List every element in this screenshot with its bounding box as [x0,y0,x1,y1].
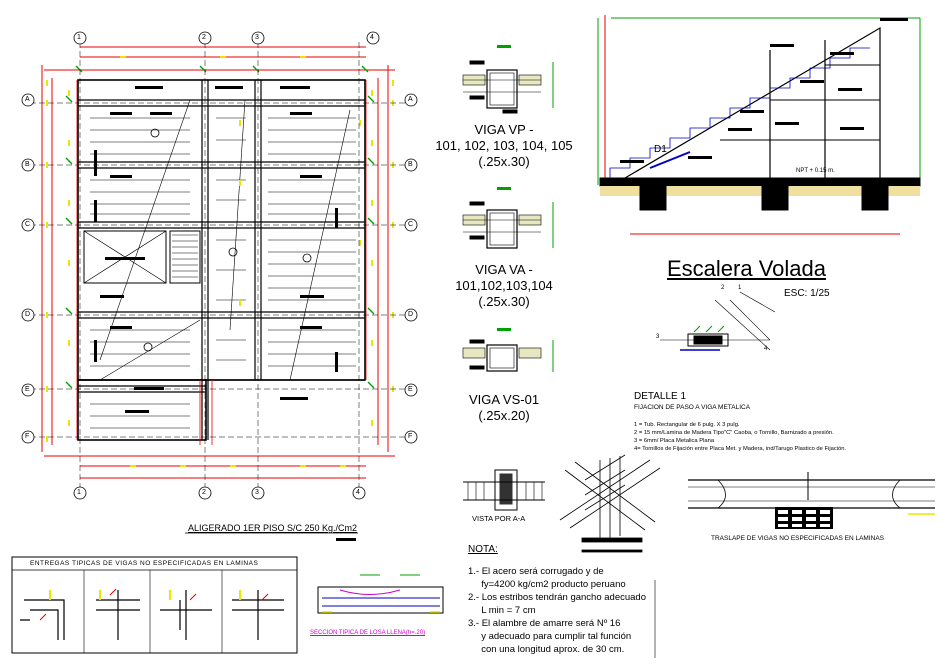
vista-aa-graphic [463,469,545,511]
axis-label-3: 3 [255,34,259,41]
nota-line: y adecuado para cumplir tal función [468,631,632,642]
vista-aa-label: VISTA POR A-A [472,514,526,523]
nota-lines: 1.- El acero será corrugado y de fy=4200… [468,565,646,656]
detail-item: 2 = 15 mm/Lamina de Madera Tipo"C" Caoba… [634,430,834,436]
stair-d1-label: D1 [654,144,667,155]
entregas-title: ENTREGAS TIPICAS DE VIGAS NO ESPECIFICAD… [30,560,259,567]
detail-item: 3 = 6mm/ Placa Metalica Plana [634,438,715,444]
detail-item-list: 1 = Tub. Rectangular de 6 pulg. X 3 pulg… [634,421,846,453]
detail-item: 1 = Tub. Rectangular de 6 pulg. X 3 pulg… [634,422,740,428]
beam-vp-name: VIGA VP - [474,122,534,137]
axis-label-a-right: A [408,96,413,103]
stair-elevation [597,15,921,235]
beam-va-size: (.25x.30) [478,294,530,309]
floor-plan [21,31,418,541]
beam-vp-size: (.25x.30) [478,154,530,169]
nota-line: con una longitud aprox. de 30 cm. [468,644,625,655]
axis-label-d: D [25,311,31,318]
beam-va-ids: 101,102,103,104 [455,278,553,293]
axis-label-c-right: C [408,221,414,228]
nota-line: 3.- El alambre de amarre será Nº 16 [468,618,621,629]
stair-scale: ESC: 1/25 [784,288,830,299]
axis-label-4: 4 [370,34,374,41]
nota-line: 1.- El acero será corrugado y de [468,566,604,577]
axis-label-e-right: E [408,386,413,393]
plan-title: ALIGERADO 1ER PISO S/C 250 Kg./Cm2 [188,523,358,533]
axis-label-d-right: D [408,311,414,318]
axis-label-c: C [25,221,31,228]
axis-label-a: A [25,96,30,103]
axis-label-f: F [25,433,30,440]
detail-callout-3: 3 [656,334,660,340]
axis-label-b: B [25,161,30,168]
seccion-losa-title: SECCION TIPICA DE LOSA LLENA(h=.20) [310,630,426,636]
beam-vp-caption: VIGA VP - 101, 102, 103, 104, 105 (.25x.… [420,122,588,170]
beam-va-name: VIGA VA - [475,262,533,277]
nota-title: NOTA: [468,544,498,555]
entregas-table [11,556,298,654]
axis-label-e: E [25,386,30,393]
axis-label-1: 1 [77,34,81,41]
rebar-cage [559,454,661,553]
nota-line: L min = 7 cm [468,605,536,616]
traslape-graphic [688,472,935,529]
detail-item: 4= Tornillos de Fijación entre Placa Met… [634,446,847,452]
detail-callout-4: 4 [764,346,768,352]
detail-subtitle: FIJACION DE PASO A VIGA METALICA [634,404,751,411]
traslape-label: TRASLAPE DE VIGAS NO ESPECIFICADAS EN LA… [711,535,885,542]
stair-title: Escalera Volada [667,256,826,281]
detail-title: DETALLE 1 [634,391,687,402]
beam-vs-size: (.25x.20) [478,408,530,423]
beam-vp-ids: 101, 102, 103, 104, 105 [435,138,573,153]
beam-vs-name: VIGA VS-01 [468,392,540,407]
axis-label-f-right: F [408,433,413,440]
detail-callout-2: 2 [721,285,725,291]
axis-label-3-bottom: 3 [255,489,259,496]
nota-line: fy=4200 kg/cm2 producto peruano [468,579,626,590]
detail-callout-1: 1 [738,285,742,291]
axis-label-2-bottom: 2 [202,489,206,496]
seccion-losa-graphic [317,574,444,614]
axis-label-b-right: B [408,161,413,168]
beam-sections [462,45,554,372]
axis-label-2: 2 [202,34,206,41]
stair-npt-label: NPT + 0.15 m. [796,168,835,174]
beam-vs-caption: VIGA VS-01 (.25x.20) [420,392,588,424]
axis-label-1-bottom: 1 [77,489,81,496]
axis-label-4-bottom: 4 [356,489,360,496]
beam-va-caption: VIGA VA - 101,102,103,104 (.25x.30) [420,262,588,310]
detail-1-graphic [660,291,776,351]
nota-line: 2.- Los estribos tendrán gancho adecuado [468,592,646,603]
